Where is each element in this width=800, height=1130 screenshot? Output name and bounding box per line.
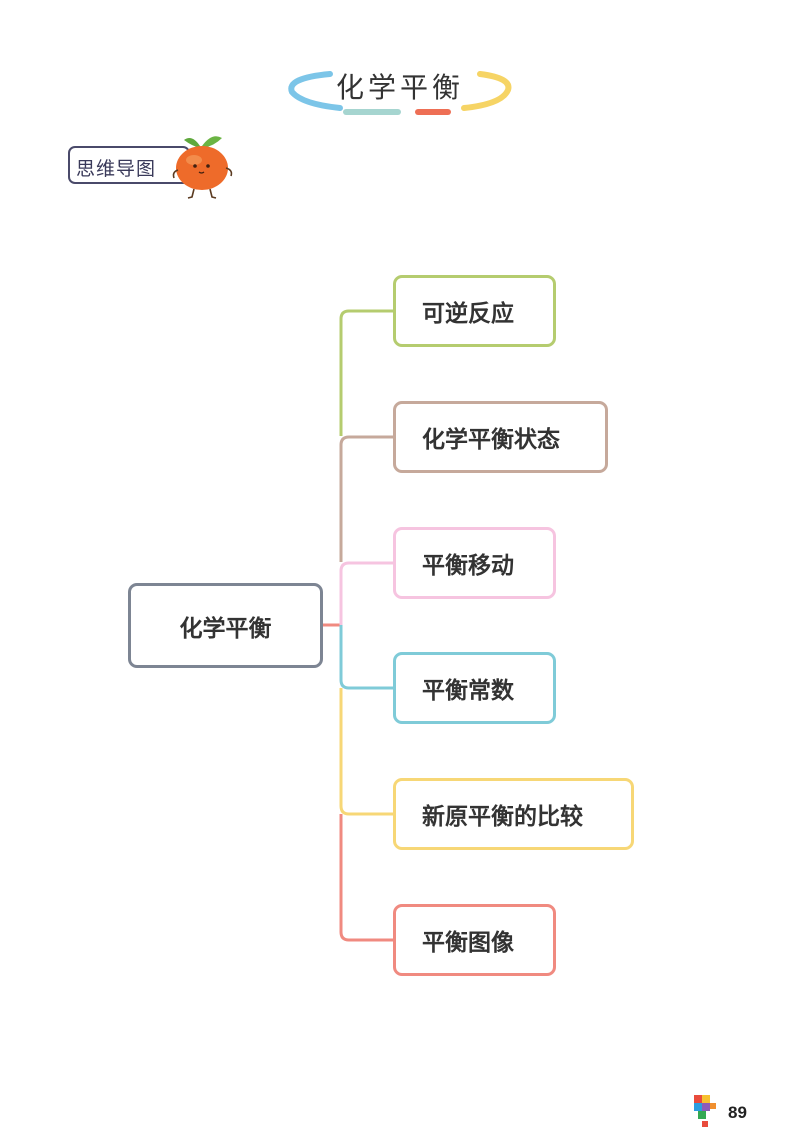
branch-node-equilibrium-constant: 平衡常数 [393,652,556,724]
orange-mascot-icon [172,136,233,199]
branch-node-label: 可逆反应 [422,301,514,327]
connector-branch-3 [339,625,393,690]
connector-branch-2 [339,561,393,625]
branch-node-label: 平衡图像 [422,930,514,956]
branch-node-equilibrium-comparison: 新原平衡的比较 [393,778,634,850]
connector-branch-1 [339,435,393,562]
title-arc-blue [288,71,343,111]
branch-node-equilibrium-shift: 平衡移动 [393,527,556,599]
branch-node-reversible-reaction: 可逆反应 [393,275,556,347]
page-number: 89 [728,1103,747,1122]
branch-node-equilibrium-state: 化学平衡状态 [393,401,608,473]
page-title: 化学平衡 [335,71,464,104]
branch-node-label: 新原平衡的比较 [422,804,583,830]
mind-map-tag-label: 思维导图 [76,158,157,180]
root-node-label: 化学平衡 [179,615,272,642]
connector-branch-0 [339,309,393,436]
branch-node-label: 平衡移动 [422,553,514,579]
root-node: 化学平衡 [128,583,323,668]
branch-node-label: 化学平衡状态 [422,427,560,453]
publisher-logo-icon [694,1095,716,1127]
mind-map-tag: 思维导图 [68,146,190,184]
connector-branch-5 [339,814,393,942]
title-decoration-arcs [288,71,512,115]
title-arc-yellow [461,71,512,111]
branch-node-label: 平衡常数 [422,678,514,704]
connector-branch-4 [339,688,393,816]
branch-node-equilibrium-graphs: 平衡图像 [393,904,556,976]
